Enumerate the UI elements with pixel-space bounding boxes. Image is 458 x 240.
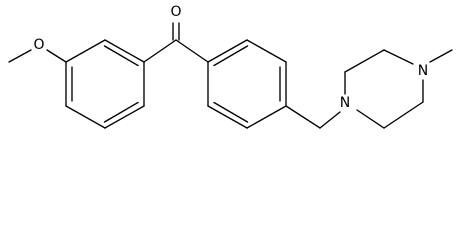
bond-carbonyl-ring-b: [175, 39, 209, 63]
piperazine-bond-2: [344, 49, 385, 73]
bond-ring-b-methylene: [285, 105, 321, 129]
bond-nitrogen-methyl: [429, 49, 453, 63]
bond-layer: [8, 22, 453, 129]
piperazine-nitrogen-1-label: N: [340, 95, 350, 111]
ring-a-bond-2: [104, 39, 145, 63]
molecule-structure: O O N N: [8, 4, 453, 129]
ring-b-double-3: [213, 101, 249, 123]
ring-b-double-1: [213, 45, 249, 67]
ring-a-bond-1: [65, 39, 106, 63]
ring-b-bond-4: [246, 105, 287, 129]
carbonyl-oxygen-label: O: [170, 4, 181, 20]
ring-b-bond-1: [207, 39, 248, 63]
ring-a-double-2: [103, 101, 139, 123]
piperazine-bond-3: [383, 49, 414, 65]
atom-label-layer: O O N N: [33, 4, 428, 111]
methoxy-oxygen-label: O: [33, 37, 44, 53]
bond-oxygen-ring: [46, 49, 67, 63]
ring-a-bond-5: [65, 105, 106, 129]
ring-b-bond-5: [207, 105, 248, 129]
piperazine-nitrogen-4-label: N: [418, 63, 428, 79]
piperazine-bond-5: [383, 101, 424, 129]
ring-a-bond-4: [104, 105, 145, 129]
bond-methyl-oxygen: [8, 49, 32, 63]
ring-b-bond-2: [246, 39, 287, 63]
piperazine-bond-6: [356, 109, 385, 129]
ring-a-double-1: [103, 45, 139, 67]
bond-methylene-nitrogen: [319, 111, 341, 129]
bond-ring-a-carbonyl: [143, 39, 177, 63]
